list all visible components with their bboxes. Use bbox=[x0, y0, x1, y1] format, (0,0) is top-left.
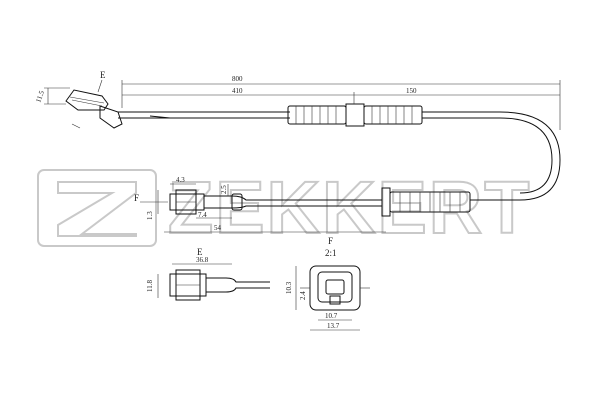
view-e-title: E bbox=[197, 247, 203, 257]
view-e-side: E 36.8 11.8 bbox=[146, 247, 270, 301]
view-e-marker: E bbox=[100, 70, 106, 80]
dim-11-5: 11.5 bbox=[34, 89, 46, 103]
dim-10-3: 10.3 bbox=[285, 281, 293, 294]
cable-top bbox=[118, 111, 290, 119]
view-f-marker: F bbox=[134, 193, 139, 203]
dim-1-3: 1.3 bbox=[146, 211, 154, 220]
dim-150: 150 bbox=[406, 87, 417, 95]
dim-11-8: 11.8 bbox=[146, 280, 154, 292]
z-logo-icon bbox=[37, 169, 157, 247]
sensor-head bbox=[65, 89, 123, 129]
sensor-drawing: 11.5 E bbox=[34, 70, 561, 233]
dim-800: 800 bbox=[232, 75, 243, 83]
dim-2-4: 2.4 bbox=[299, 291, 307, 300]
grommet-2 bbox=[381, 187, 471, 217]
dim-36-8: 36.8 bbox=[196, 256, 209, 264]
dim-10-7: 10.7 bbox=[325, 312, 338, 320]
cable-curve bbox=[422, 111, 561, 201]
dim-2-5: 2.5 bbox=[220, 185, 228, 194]
dim-4-3: 4.3 bbox=[176, 176, 185, 184]
connector bbox=[169, 189, 250, 215]
dim-7-4: 7.4 bbox=[198, 211, 207, 219]
cable-bottom bbox=[250, 199, 382, 207]
watermark: ZEKKERT bbox=[37, 165, 530, 250]
dim-410: 410 bbox=[232, 87, 243, 95]
dim-13-7: 13.7 bbox=[327, 322, 340, 330]
view-f-title: F bbox=[328, 236, 333, 246]
dim-54: 54 bbox=[214, 224, 222, 232]
grommet-1 bbox=[287, 103, 423, 127]
view-f-front: F 2:1 10.3 2.4 10.7 13.7 bbox=[285, 236, 370, 331]
view-f-scale: 2:1 bbox=[325, 248, 337, 258]
